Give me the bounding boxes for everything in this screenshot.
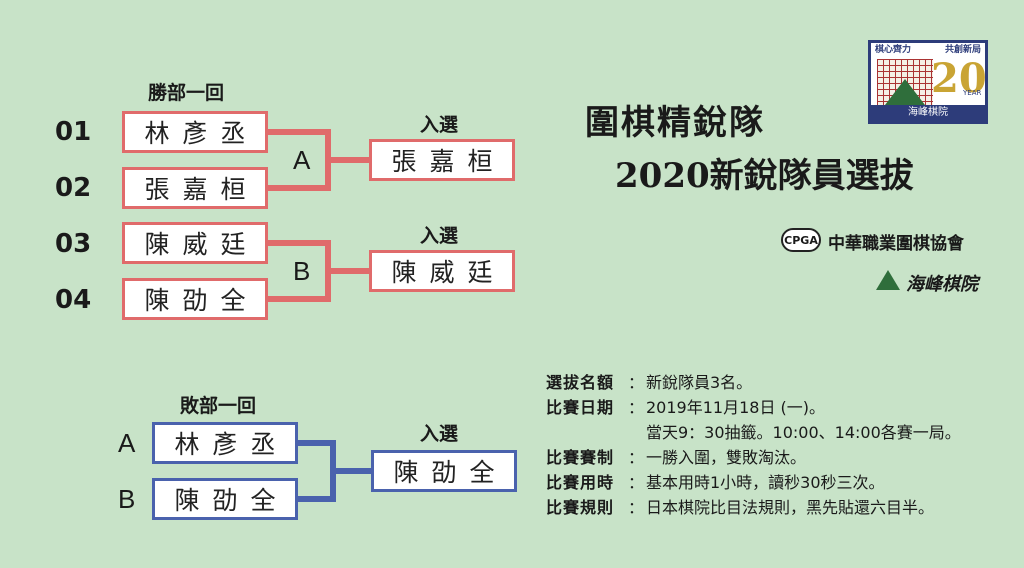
anniversary-logo: 棋心齊力 共創新局 20 YEAR 海峰棋院 xyxy=(868,40,988,124)
info-value: 當天9：30抽籤。10:00、14:00各賽一局。 xyxy=(646,423,961,442)
info-value: 新銳隊員3名。 xyxy=(646,373,753,392)
info-row: 比賽用時 ：基本用時1小時，讀秒30秒三次。 xyxy=(546,470,961,495)
haifeng-name: 海峰棋院 xyxy=(906,274,978,295)
cpga-logo: CPGA xyxy=(781,228,821,252)
info-label: 比賽日期 xyxy=(546,398,615,417)
info-label: 選拔名額 xyxy=(546,373,615,392)
info-value: 2019年11月18日 (一)。 xyxy=(646,398,826,417)
seed-04: 04 xyxy=(55,285,92,315)
losers-player-2: 陳劭全 xyxy=(152,478,298,520)
bracket-line xyxy=(298,440,336,446)
losers-selected-header: 入選 xyxy=(420,423,459,445)
bracket-line xyxy=(325,268,369,274)
losers-header: 敗部一回 xyxy=(180,395,257,417)
info-colon: ： xyxy=(628,473,645,492)
logo-slogan-left: 棋心齊力 xyxy=(875,45,912,55)
info-value: 基本用時1小時，讀秒30秒三次。 xyxy=(646,473,885,492)
winners-player-4: 陳劭全 xyxy=(122,278,268,320)
group-b-label: B xyxy=(293,256,311,286)
title-line1: 圍棋精銳隊 xyxy=(585,103,765,143)
logo-slogan: 棋心齊力 共創新局 xyxy=(871,43,985,57)
bracket-line xyxy=(330,468,372,474)
info-label: 比賽賽制 xyxy=(546,448,615,467)
info-row: 比賽日期 ：2019年11月18日 (一)。 xyxy=(546,395,961,420)
info-label xyxy=(546,420,628,445)
mountain-icon xyxy=(885,79,925,105)
winners-player-2: 張嘉桓 xyxy=(122,167,268,209)
winners-player-3: 陳威廷 xyxy=(122,222,268,264)
logo-years: YEAR xyxy=(963,89,982,97)
info-value: 一勝入圍，雙敗淘汰。 xyxy=(646,448,807,467)
seed-03: 03 xyxy=(55,229,92,259)
seed-02: 02 xyxy=(55,173,92,203)
selected-player-a: 張嘉桓 xyxy=(369,139,515,181)
logo-name: 海峰棋院 xyxy=(871,105,985,121)
winners-player-1: 林彥丞 xyxy=(122,111,268,153)
info-row: 選拔名額 ：新銳隊員3名。 xyxy=(546,370,961,395)
bracket-line xyxy=(268,185,330,191)
losers-label-a: A xyxy=(118,428,136,458)
info-colon: ： xyxy=(628,448,645,467)
info-block: 選拔名額：新銳隊員3名。 比賽日期：2019年11月18日 (一)。 當天9：3… xyxy=(546,370,961,520)
bracket-line xyxy=(268,129,330,135)
info-row: 比賽規則 ：日本棋院比目法規則，黑先貼還六目半。 xyxy=(546,495,961,520)
info-colon-spacer xyxy=(628,420,646,445)
title-line2: 2020新銳隊員選拔 xyxy=(615,156,914,196)
info-row: 當天9：30抽籤。10:00、14:00各賽一局。 xyxy=(546,420,961,445)
bracket-line xyxy=(325,157,369,163)
info-colon: ： xyxy=(628,373,645,392)
logo-slogan-right: 共創新局 xyxy=(944,45,981,55)
info-label: 比賽用時 xyxy=(546,473,615,492)
haifeng-mountain-icon xyxy=(876,270,900,290)
bracket-line xyxy=(268,296,330,302)
seed-01: 01 xyxy=(55,117,92,147)
bracket-line xyxy=(298,496,336,502)
info-row: 比賽賽制 ：一勝入圍，雙敗淘汰。 xyxy=(546,445,961,470)
info-colon: ： xyxy=(628,398,645,417)
losers-player-1: 林彥丞 xyxy=(152,422,298,464)
info-value: 日本棋院比目法規則，黑先貼還六目半。 xyxy=(646,498,935,517)
selected-header-b: 入選 xyxy=(420,225,459,247)
selected-header-a: 入選 xyxy=(420,114,459,136)
group-a-label: A xyxy=(293,145,311,175)
winners-header: 勝部一回 xyxy=(148,82,225,104)
losers-selected-player: 陳劭全 xyxy=(371,450,517,492)
losers-label-b: B xyxy=(118,484,136,514)
cpga-name: 中華職業圍棋協會 xyxy=(828,234,964,254)
selected-player-b: 陳威廷 xyxy=(369,250,515,292)
bracket-line xyxy=(268,240,330,246)
info-label: 比賽規則 xyxy=(546,498,615,517)
logo-number: 20 xyxy=(931,55,987,102)
info-colon: ： xyxy=(628,498,645,517)
